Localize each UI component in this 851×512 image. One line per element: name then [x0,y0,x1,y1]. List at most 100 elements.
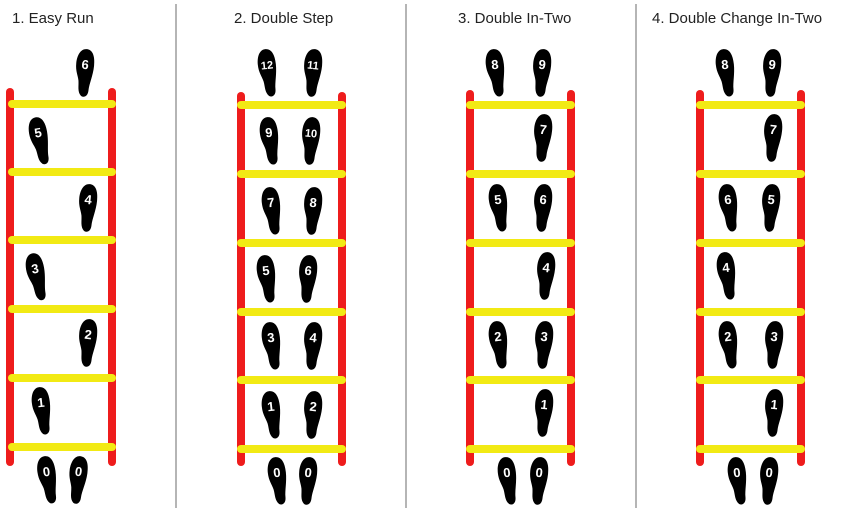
svg-text:8: 8 [309,195,318,211]
svg-text:6: 6 [723,192,732,208]
footprint-4-icon: 4 [532,250,558,307]
ladder-rung [8,168,116,176]
footprint-1-icon: 1 [259,389,285,446]
ladder-rung [696,308,805,316]
svg-text:6: 6 [304,263,313,279]
svg-text:4: 4 [309,330,319,346]
svg-text:2: 2 [84,327,93,343]
footprint-3-icon: 3 [22,251,51,309]
panel-separator [175,4,177,508]
footprint-0-icon: 0 [525,455,551,512]
ladder-rung [696,170,805,178]
footprint-10-icon: 10 [297,115,323,172]
ladder-rail [466,90,474,466]
svg-text:0: 0 [272,465,281,481]
ladder-rung [237,376,346,384]
footprint-0-icon: 0 [63,454,90,511]
ladder-rung [696,376,805,384]
svg-text:0: 0 [304,465,313,481]
ladder-rail [6,88,14,466]
svg-text:5: 5 [493,192,502,208]
svg-text:0: 0 [732,465,741,481]
svg-text:4: 4 [542,260,552,276]
footprint-11-icon: 11 [299,47,325,104]
ladder-rail [338,92,346,466]
ladder-rung [237,308,346,316]
svg-text:1: 1 [36,395,45,411]
footprint-6-icon: 6 [71,47,97,104]
svg-text:5: 5 [767,192,776,208]
ladder-rung [237,239,346,247]
svg-text:8: 8 [720,57,729,73]
footprint-7-icon: 7 [259,185,285,242]
ladder-rail [567,90,575,466]
panel-separator [405,4,407,508]
ladder-rung [8,374,116,382]
ladder-rung [696,101,805,109]
svg-text:3: 3 [540,329,549,345]
svg-text:7: 7 [539,122,548,138]
svg-text:1: 1 [540,397,549,413]
footprint-0-icon: 0 [265,455,291,512]
svg-text:0: 0 [765,465,774,481]
ladder-rung [696,239,805,247]
footprint-0-icon: 0 [34,454,61,511]
footprint-3-icon: 3 [760,319,786,376]
ladder-rung [466,101,575,109]
footprint-12-icon: 12 [255,47,281,104]
svg-text:4: 4 [721,260,731,276]
ladder-rung [696,445,805,453]
ladder-rung [237,170,346,178]
ladder-rail [696,90,704,466]
diagram-title-double-change-in-two: 4. Double Change In-Two [652,10,823,27]
footprint-1-icon: 1 [760,387,786,444]
svg-text:10: 10 [304,127,317,140]
ladder-rung [466,308,575,316]
svg-text:0: 0 [535,465,544,481]
svg-text:2: 2 [309,399,318,415]
ladder-rung [237,101,346,109]
svg-text:0: 0 [74,464,83,480]
ladder-rung [8,236,116,244]
ladder-rung [466,170,575,178]
svg-text:9: 9 [538,57,547,73]
svg-text:0: 0 [42,464,51,480]
footprint-6-icon: 6 [529,182,555,239]
footprint-3-icon: 3 [259,320,285,377]
footprint-2-icon: 2 [716,319,742,376]
footprint-8-icon: 8 [483,47,509,104]
footprint-5-icon: 5 [254,253,280,310]
diagram-title-easy-run: 1. Easy Run [12,10,94,27]
footprint-0-icon: 0 [294,455,320,512]
ladder-rail [797,90,805,466]
footprint-2-icon: 2 [74,317,100,374]
ladder-rung [466,239,575,247]
svg-text:3: 3 [30,261,40,277]
svg-text:8: 8 [490,57,499,73]
footprint-8-icon: 8 [713,47,739,104]
footprint-5-icon: 5 [757,182,783,239]
svg-text:5: 5 [33,125,43,141]
footprint-7-icon: 7 [529,112,555,169]
svg-text:7: 7 [266,195,275,211]
ladder-rung [8,100,116,108]
footprint-0-icon: 0 [755,455,781,512]
footprint-3-icon: 3 [530,319,556,376]
diagram-title-double-in-two: 3. Double In-Two [458,10,572,27]
footprint-4-icon: 4 [74,182,100,239]
footprint-2-icon: 2 [299,389,325,446]
footprint-0-icon: 0 [725,455,751,512]
footprint-8-icon: 8 [299,185,325,242]
footprint-4-icon: 4 [714,250,740,307]
svg-text:1: 1 [266,399,275,415]
ladder-rung [466,445,575,453]
svg-text:12: 12 [260,59,273,72]
svg-text:7: 7 [769,122,778,138]
svg-text:6: 6 [539,192,548,208]
footprint-7-icon: 7 [759,112,785,169]
svg-text:2: 2 [493,329,502,345]
svg-text:3: 3 [770,329,779,345]
footprint-2-icon: 2 [486,319,512,376]
svg-text:9: 9 [264,125,273,141]
footprint-9-icon: 9 [528,47,554,104]
